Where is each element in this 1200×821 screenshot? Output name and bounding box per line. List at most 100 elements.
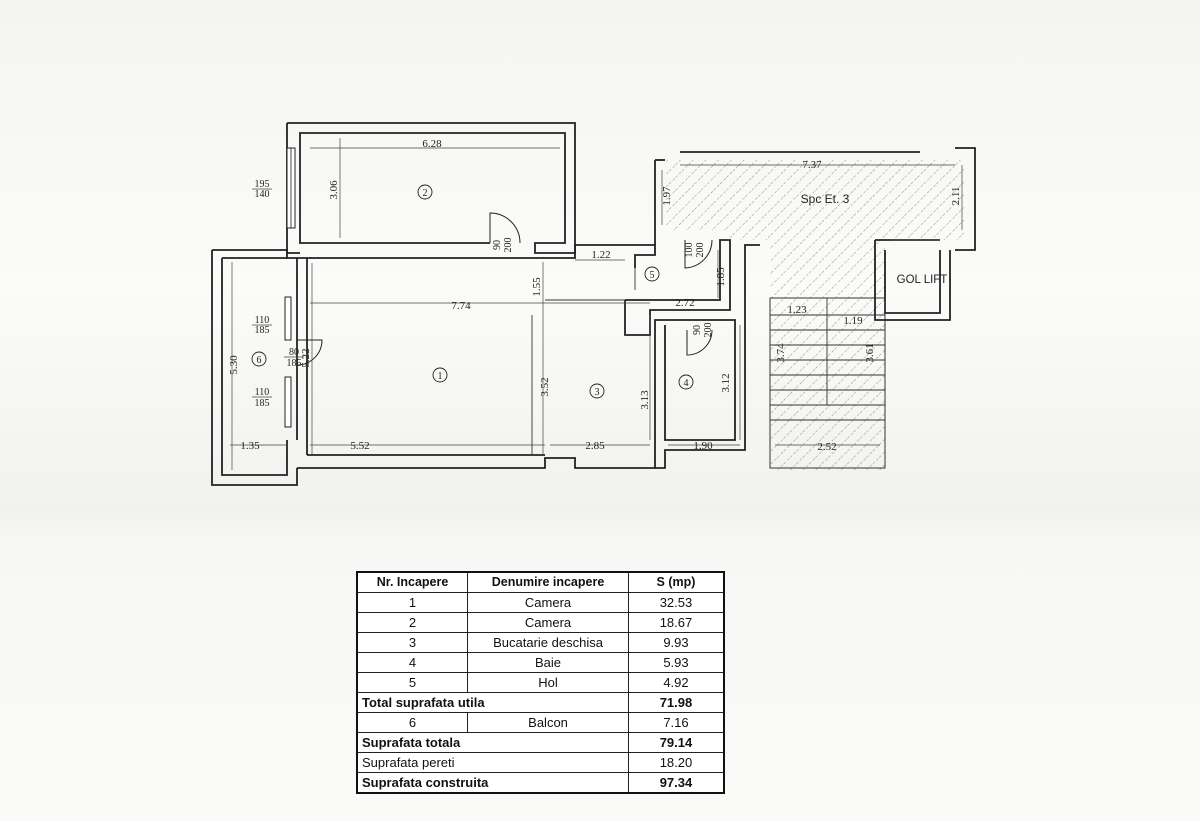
room-6-number: 6 (257, 355, 262, 366)
balcony-nr: 6 (356, 712, 469, 733)
row-name: Bucatarie deschisa (467, 632, 629, 653)
row-area: 32.53 (627, 592, 725, 613)
staircase-label: Spc Et. 3 (801, 192, 850, 206)
opening-win-top-w: 195 (255, 179, 270, 190)
row-name: Baie (467, 652, 629, 673)
opening-win-balcony-top-w: 110 (255, 315, 270, 326)
dim-2-85: 2.85 (585, 440, 605, 452)
total-area-row: Suprafata totala 79.14 (356, 732, 725, 753)
doors (296, 212, 713, 366)
total-area-label: Suprafata totala (356, 732, 629, 753)
balcony-area: 7.16 (627, 712, 725, 733)
dim-5-30: 5.30 (228, 355, 240, 375)
door-bath (686, 329, 713, 356)
dim-2-52: 2.52 (817, 441, 836, 453)
header-area: S (mp) (627, 571, 725, 593)
room-2-number: 2 (423, 188, 428, 199)
built-area-row: Suprafata construita 97.34 (356, 772, 725, 794)
table-row: 4 Baie 5.93 (356, 652, 725, 673)
dim-5-22: 5.22 (300, 348, 312, 367)
dim-1-22: 1.22 (591, 249, 610, 261)
opening-door-entry-w: 100 (684, 243, 695, 258)
row-name: Hol (467, 672, 629, 693)
total-area-value: 79.14 (627, 732, 725, 753)
opening-door-balcony-w: 80 (289, 347, 299, 358)
staircase-area (654, 147, 976, 470)
row-area: 4.92 (627, 672, 725, 693)
total-useful-area: 71.98 (627, 692, 725, 713)
walls-area-value: 18.20 (627, 752, 725, 773)
dim-3-61: 3.61 (864, 343, 876, 362)
table-header: Nr. Incapere Denumire incapere S (mp) (356, 571, 725, 593)
lift-label: GOL LIFT (897, 274, 948, 286)
dim-3-13: 3.13 (639, 390, 651, 410)
opening-labels: 195 140 110 185 110 185 80 185 90 200 10… (252, 179, 714, 409)
dim-3-74: 3.74 (775, 343, 787, 363)
dim-2-11: 2.11 (950, 187, 962, 206)
opening-win-balcony-top-h: 185 (255, 325, 270, 336)
dim-6-28: 6.28 (422, 138, 442, 150)
dim-3-12: 3.12 (720, 373, 732, 392)
header-nr: Nr. Incapere (356, 571, 469, 593)
row-area: 18.67 (627, 612, 725, 633)
dim-3-52: 3.52 (539, 377, 551, 396)
dim-1-19: 1.19 (843, 315, 863, 327)
opening-door-bath-w: 90 (692, 325, 703, 335)
opening-door-room2-w: 90 (492, 240, 503, 250)
built-area-label: Suprafata construita (356, 772, 629, 794)
dim-1-55: 1.55 (531, 277, 543, 297)
room-5-number: 5 (650, 270, 655, 281)
table-row: 3 Bucatarie deschisa 9.93 (356, 632, 725, 653)
room-1-number: 1 (438, 371, 443, 382)
opening-door-room2-h: 200 (503, 238, 514, 253)
table-row: 6 Balcon 7.16 (356, 712, 725, 733)
room-2-walls (286, 122, 576, 254)
room-markers: 2 1 3 4 5 6 (251, 184, 694, 399)
opening-win-balcony-bottom-h: 185 (255, 398, 270, 409)
row-nr: 1 (356, 592, 469, 613)
door-entry (684, 239, 713, 269)
dim-1-85: 1.85 (715, 267, 727, 287)
stair-steps (770, 298, 885, 421)
header-name: Denumire incapere (467, 571, 629, 593)
table-row: 5 Hol 4.92 (356, 672, 725, 693)
opening-win-top-h: 140 (255, 189, 270, 200)
door-balcony (296, 339, 323, 366)
dim-7-74: 7.74 (451, 300, 471, 312)
balcony-windows (284, 296, 292, 428)
walls-area-row: Suprafata pereti 18.20 (356, 752, 725, 773)
dim-1-90: 1.90 (693, 440, 713, 452)
room-3-number: 3 (595, 387, 600, 398)
row-nr: 4 (356, 652, 469, 673)
row-nr: 2 (356, 612, 469, 633)
row-nr: 3 (356, 632, 469, 653)
row-name: Camera (467, 612, 629, 633)
opening-door-balcony-h: 185 (287, 358, 302, 369)
table-row: 2 Camera 18.67 (356, 612, 725, 633)
dim-7-37: 7.37 (802, 159, 822, 171)
floor-plan: 2 1 3 4 5 6 6.28 3.06 7.74 1.55 1.22 1.8… (211, 122, 976, 486)
window-balcony-top (284, 296, 292, 341)
dim-1-97: 1.97 (661, 186, 673, 206)
dimension-labels: 6.28 3.06 7.74 1.55 1.22 1.85 2.72 5.22 … (228, 138, 962, 453)
window-balcony-bottom (284, 376, 292, 428)
opening-win-balcony-bottom-w: 110 (255, 387, 270, 398)
row-area: 9.93 (627, 632, 725, 653)
row-nr: 5 (356, 672, 469, 693)
main-walls (211, 239, 760, 486)
total-useful-label: Total suprafata utila (356, 692, 629, 713)
balcony-name: Balcon (467, 712, 629, 733)
door-room-2 (489, 212, 521, 244)
area-table: Nr. Incapere Denumire incapere S (mp) 1 … (356, 571, 725, 794)
row-area: 5.93 (627, 652, 725, 673)
dim-1-35: 1.35 (240, 440, 260, 452)
dim-1-23: 1.23 (787, 304, 807, 316)
table-row: 1 Camera 32.53 (356, 592, 725, 613)
room-4-number: 4 (684, 378, 689, 389)
row-name: Camera (467, 592, 629, 613)
dim-5-52: 5.52 (350, 440, 369, 452)
opening-door-entry-h: 200 (695, 243, 706, 258)
dim-2-72: 2.72 (675, 297, 694, 309)
dim-3-06: 3.06 (328, 180, 340, 200)
built-area-value: 97.34 (627, 772, 725, 794)
